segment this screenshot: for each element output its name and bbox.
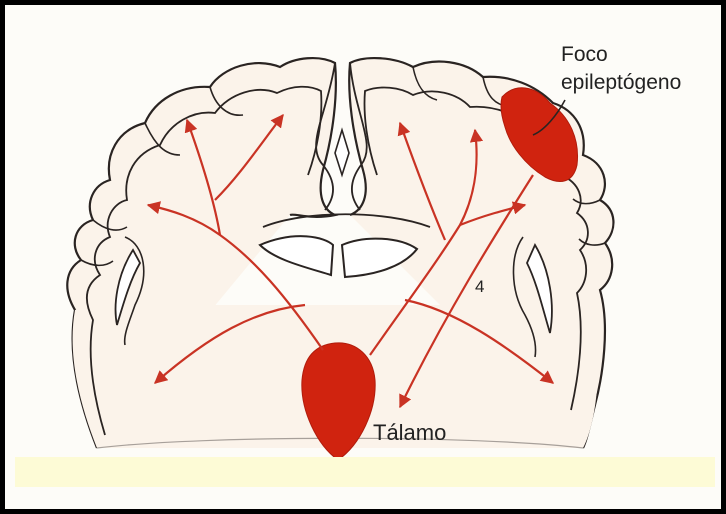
label-focus-line1: Foco (561, 43, 608, 67)
label-pathway-number: 4 (475, 277, 484, 297)
left-lateral-ventricle (260, 236, 333, 275)
right-lateral-ventricle (342, 239, 417, 277)
fissure-diamond (335, 130, 349, 175)
label-focus-line2: epileptógeno (561, 71, 681, 95)
label-thalamus: Tálamo (373, 420, 446, 445)
caption-band (15, 457, 715, 487)
